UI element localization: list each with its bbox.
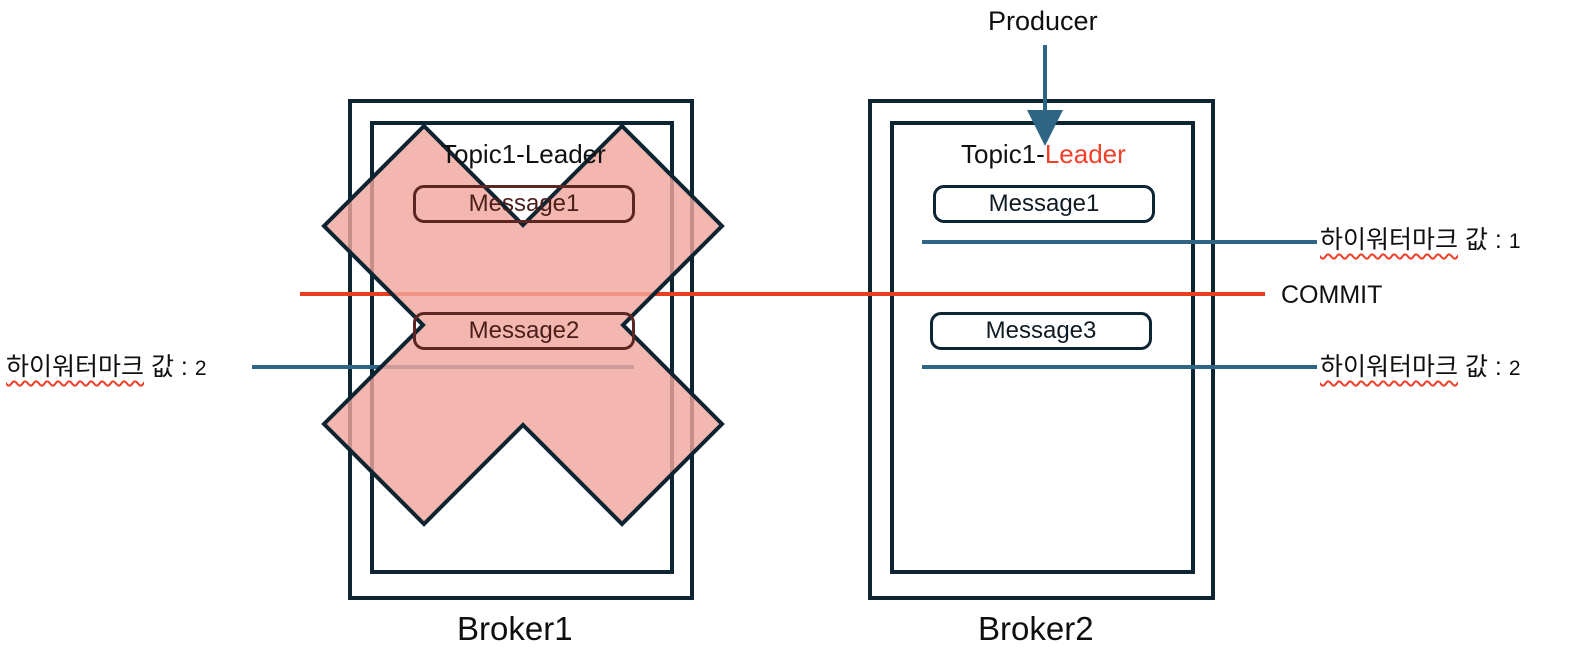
broker1-topic-role: Leader	[524, 139, 606, 169]
broker2-hwm2-value: 2	[1508, 357, 1521, 380]
broker1-hwm-value: 2	[194, 357, 207, 380]
broker2-message-box-1: Message1	[933, 185, 1155, 223]
broker2-message-box-2: Message3	[930, 312, 1152, 350]
broker2-hwm1-value: 1	[1508, 230, 1521, 253]
broker1-hwm-suffix: 값 :	[144, 353, 195, 381]
broker2-hwm1-word: 하이워터마크	[1320, 226, 1459, 254]
broker2-topic-role: Leader	[1044, 139, 1126, 169]
broker1-outer-box	[348, 99, 694, 600]
broker2-highwatermark-label-1: 하이워터마크 값 : 1	[1320, 228, 1521, 253]
broker1-highwatermark-label: 하이워터마크 값 : 2	[6, 355, 207, 380]
producer-label: Producer	[988, 6, 1098, 36]
broker1-topic-label: Topic1-Leader	[441, 141, 606, 167]
broker1-hwm-word: 하이워터마크	[6, 353, 145, 381]
broker2-hwm1-suffix: 값 :	[1458, 226, 1509, 254]
broker2-topic-prefix: Topic1-	[961, 139, 1045, 169]
broker1-message-box-2: Message2	[413, 312, 635, 350]
broker1-topic-prefix: Topic1-	[441, 139, 525, 169]
commit-label: COMMIT	[1281, 281, 1383, 309]
broker1-inner-box	[370, 121, 674, 574]
broker2-outer-box	[868, 99, 1215, 600]
x-cross-icon	[321, 123, 725, 527]
broker2-name-label: Broker2	[978, 610, 1094, 647]
broker2-highwatermark-label-2: 하이워터마크 값 : 2	[1320, 355, 1521, 380]
broker1-message-box-1: Message1	[413, 185, 635, 223]
broker2-topic-label: Topic1-Leader	[961, 141, 1126, 167]
broker2-hwm2-word: 하이워터마크	[1320, 353, 1459, 381]
broker2-hwm2-suffix: 값 :	[1458, 353, 1509, 381]
broker1-name-label: Broker1	[457, 610, 573, 647]
